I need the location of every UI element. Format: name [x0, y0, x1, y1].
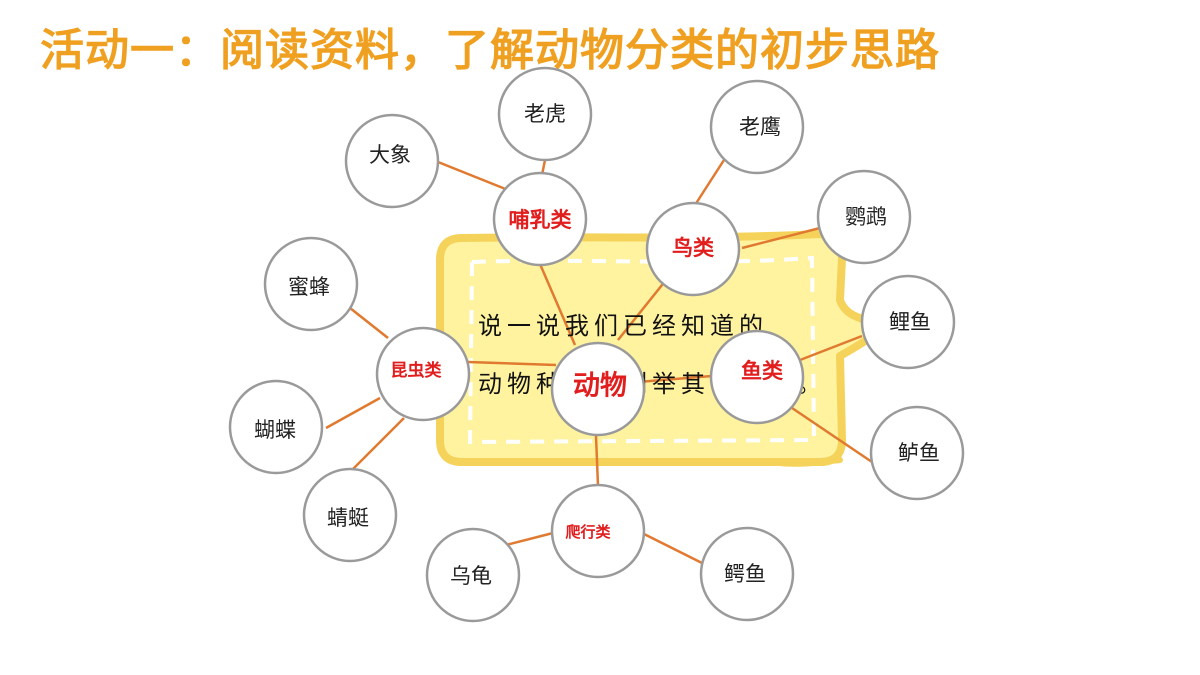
edge-bee-insect [349, 307, 389, 339]
edge-turtle-reptile [505, 531, 554, 547]
node-label: 鳄鱼 [724, 562, 766, 586]
node-label: 蝴蝶 [254, 418, 296, 442]
node-label: 鲤鱼 [889, 310, 931, 334]
node-circle [709, 329, 805, 425]
node-tiger: 老虎 [497, 66, 593, 162]
edge-elephant-mammal [437, 160, 509, 192]
edge-dragonfly-insect [351, 417, 405, 471]
node-elephant: 大象 [344, 113, 440, 209]
node-circle [709, 79, 805, 175]
node-label: 蜻蜓 [327, 506, 369, 530]
connector-lines [325, 159, 873, 567]
node-center-animal: 动物 [550, 341, 646, 437]
edge-insect-center [467, 360, 557, 367]
node-parrot: 鹦鹉 [816, 169, 912, 265]
node-label: 蜜蜂 [288, 275, 330, 299]
node-circle [375, 326, 471, 422]
category-label: 昆虫类 [391, 360, 443, 381]
center-label: 动物 [573, 371, 627, 402]
category-label: 哺乳类 [509, 208, 573, 232]
node-circle [344, 113, 440, 209]
category-label: 爬行类 [564, 523, 611, 541]
edge-bird-center [617, 279, 667, 341]
node-category-reptile: 爬行类 [550, 483, 646, 579]
node-carp: 鲤鱼 [860, 274, 956, 370]
page-title: 活动一：阅读资料，了解动物分类的初步思路 [40, 25, 940, 76]
node-circle [492, 171, 588, 267]
edge-carp-fish [799, 334, 863, 362]
edge-mammal-center [538, 263, 577, 346]
node-label: 大象 [369, 143, 411, 167]
edge-parrot-bird [741, 226, 821, 250]
node-circle [860, 274, 956, 370]
node-circle [302, 467, 398, 563]
node-circle [869, 405, 965, 501]
edge-crocodile-reptile [641, 531, 707, 567]
node-bee: 蜜蜂 [263, 236, 359, 332]
edge-perch-fish [791, 406, 873, 464]
node-turtle: 乌龟 [425, 527, 521, 623]
node-category-insect: 昆虫类 [375, 326, 471, 422]
node-circle [550, 341, 646, 437]
node-category-mammal: 哺乳类 [492, 171, 588, 267]
node-butterfly: 蝴蝶 [228, 379, 324, 475]
edge-butterfly-insect [325, 396, 381, 430]
node-circle [263, 236, 359, 332]
node-circle [550, 483, 646, 579]
node-circle [497, 66, 593, 162]
category-label: 鸟类 [672, 236, 715, 260]
speech-bubble-stroke-accent [767, 457, 843, 467]
node-circle [425, 527, 521, 623]
category-label: 鱼类 [741, 359, 784, 383]
node-label: 老鹰 [739, 115, 781, 139]
node-eagle: 老鹰 [709, 79, 805, 175]
node-label: 鹦鹉 [845, 205, 887, 229]
node-category-fish: 鱼类 [709, 329, 805, 425]
node-circle [699, 526, 795, 622]
edge-eagle-bird [693, 159, 726, 206]
edge-center-reptile [594, 435, 600, 487]
node-crocodile: 鳄鱼 [699, 526, 795, 622]
node-circle [228, 379, 324, 475]
node-label: 乌龟 [450, 564, 492, 588]
bubble-text-line1: 说一说我们已经知道的 [478, 312, 768, 340]
node-label: 老虎 [524, 102, 566, 126]
node-dragonfly: 蜻蜓 [302, 467, 398, 563]
node-category-bird: 鸟类 [645, 201, 741, 297]
node-circle [645, 201, 741, 297]
node-circle [816, 169, 912, 265]
node-perch: 鲈鱼 [869, 405, 965, 501]
node-label: 鲈鱼 [898, 441, 940, 465]
edge-center-fish [637, 374, 713, 384]
